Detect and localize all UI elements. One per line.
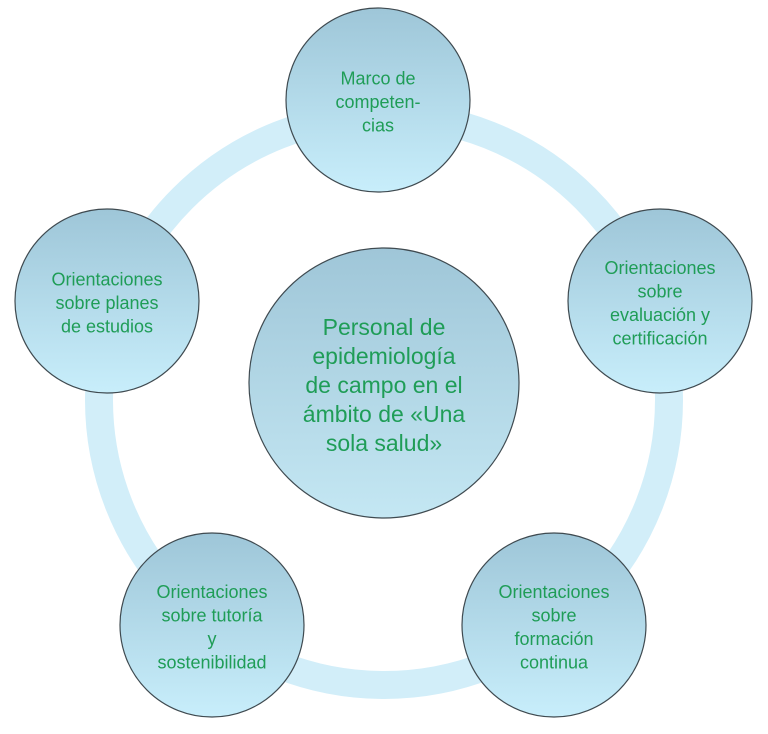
node-bottom-left-circle bbox=[119, 532, 305, 718]
node-top-label-line: competen- bbox=[335, 92, 420, 112]
node-bottom-right-label-line: Orientaciones bbox=[498, 582, 609, 602]
node-right-label-line: evaluación y bbox=[610, 305, 710, 325]
center-node-label-line: de campo en el bbox=[305, 372, 462, 398]
node-bottom-left-label-line: Orientaciones bbox=[156, 582, 267, 602]
center-node-label-line: sola salud» bbox=[326, 430, 442, 456]
node-bottom-left: Orientaciones sobre tutoría y sostenibilida… bbox=[119, 532, 305, 718]
node-right-label: Orientaciones sobre evaluación y certificac… bbox=[604, 258, 715, 349]
node-bottom-right-circle bbox=[461, 532, 647, 718]
node-bottom-right: Orientaciones sobre formación continua bbox=[461, 532, 647, 718]
center-node-label-line: epidemiología bbox=[312, 343, 455, 369]
node-left-circle bbox=[14, 208, 200, 394]
node-right-label-line: certificación bbox=[612, 328, 707, 348]
node-bottom-right-label-line: sobre bbox=[531, 605, 576, 625]
node-right-label-line: sobre bbox=[637, 281, 682, 301]
node-left-label-line: de estudios bbox=[61, 317, 153, 337]
node-bottom-right-label: Orientaciones sobre formación continua bbox=[498, 582, 609, 673]
center-node-label: Personal de epidemiología de campo en el ám… bbox=[303, 314, 466, 456]
node-bottom-right-label-line: continua bbox=[520, 652, 589, 672]
node-top-label: Marco de competen-cias bbox=[335, 69, 420, 136]
node-bottom-right-label-line: formación bbox=[514, 629, 593, 649]
node-top-label-line: Marco de bbox=[340, 69, 415, 89]
node-left-label-line: sobre planes bbox=[55, 293, 158, 313]
center-node-label-line: Personal de bbox=[323, 314, 446, 340]
node-top-circle bbox=[285, 7, 471, 193]
node-bottom-left-label: Orientaciones sobre tutoría y sostenibilida… bbox=[156, 582, 267, 673]
center-node-label-line: ámbito de «Una bbox=[303, 401, 466, 427]
node-bottom-left-label-line: sostenibilidad bbox=[157, 652, 266, 672]
node-left-label-line: Orientaciones bbox=[51, 270, 162, 290]
node-bottom-left-label-line: sobre tutoría bbox=[161, 605, 263, 625]
node-right-circle bbox=[567, 208, 753, 394]
node-right: Orientaciones sobre evaluación y certificac… bbox=[567, 208, 753, 394]
node-left: Orientaciones sobre planes de estudios bbox=[14, 208, 200, 394]
node-top: Marco de competen-cias bbox=[285, 7, 471, 193]
node-left-label: Orientaciones sobre planes de estudios bbox=[51, 270, 162, 337]
center-node-circle bbox=[248, 247, 520, 519]
center-node: Personal de epidemiología de campo en el ám… bbox=[248, 247, 520, 519]
node-right-label-line: Orientaciones bbox=[604, 258, 715, 278]
node-top-label-line: cias bbox=[362, 116, 394, 136]
node-bottom-left-label-line: y bbox=[208, 629, 217, 649]
